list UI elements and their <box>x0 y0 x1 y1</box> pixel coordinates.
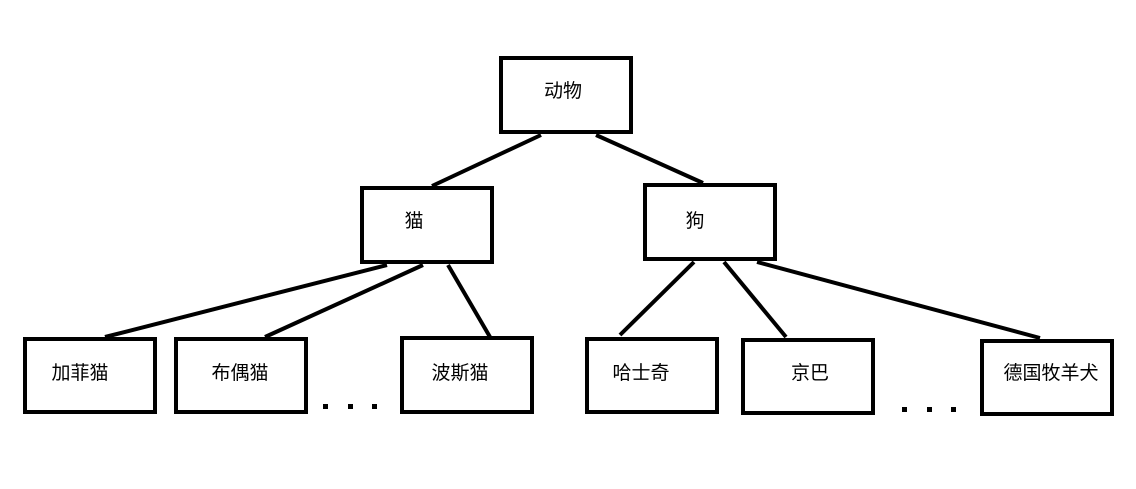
node-dog: 狗 <box>643 183 777 261</box>
node-root-label: 动物 <box>544 80 582 102</box>
node-persian-label: 波斯猫 <box>431 362 488 384</box>
node-german-shepherd: 德国牧羊犬 <box>980 339 1114 416</box>
node-persian: 波斯猫 <box>400 336 534 414</box>
node-ragdoll-label: 布偶猫 <box>211 362 268 384</box>
node-cat-label: 猫 <box>404 210 423 232</box>
edge-cat-ragdoll <box>264 263 424 339</box>
node-pekingese: 京巴 <box>741 338 875 415</box>
edge-root-dog <box>595 133 704 185</box>
node-dog-label: 狗 <box>685 210 704 232</box>
node-pekingese-label: 京巴 <box>791 362 829 384</box>
edge-cat-persian <box>446 263 492 339</box>
node-husky-label: 哈士奇 <box>612 362 669 384</box>
edge-dog-husky <box>618 260 696 337</box>
edge-root-cat <box>431 133 542 188</box>
edge-cat-garfield <box>104 263 388 339</box>
node-root: 动物 <box>499 56 633 134</box>
node-ragdoll: 布偶猫 <box>174 337 308 414</box>
node-garfield-label: 加菲猫 <box>51 362 108 384</box>
node-garfield: 加菲猫 <box>23 337 157 414</box>
edge-dog-pekingese <box>722 260 788 339</box>
node-husky: 哈士奇 <box>585 337 719 414</box>
edge-dog-german-shepherd <box>756 260 1041 340</box>
cats-ellipsis <box>323 404 377 409</box>
node-german-shepherd-label: 德国牧羊犬 <box>1003 362 1098 384</box>
node-cat: 猫 <box>360 186 494 264</box>
dogs-ellipsis <box>902 407 956 412</box>
